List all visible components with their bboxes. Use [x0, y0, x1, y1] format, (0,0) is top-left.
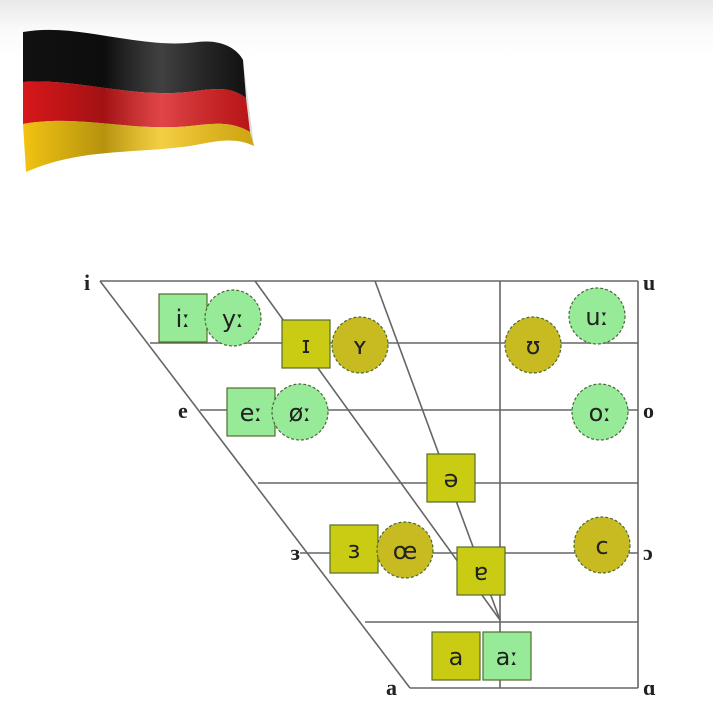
- vowel-symbol: uː: [585, 303, 608, 331]
- vowel-short-square: a: [431, 631, 481, 681]
- vowel-symbol: ʏ: [353, 332, 368, 360]
- vowel-long-circle: øː: [271, 383, 329, 441]
- vowel-short-circle: ʊ: [504, 316, 562, 374]
- vowel-symbol: ɛ: [348, 536, 361, 564]
- vowel-long-square: aː: [482, 631, 532, 681]
- label-open-o: ɔ: [643, 540, 653, 565]
- vowel-symbol: ɔ: [595, 532, 608, 560]
- vowel-circle-shape: [571, 383, 629, 441]
- vowel-long-square: iː: [158, 293, 208, 343]
- vowel-symbol: yː: [222, 305, 244, 333]
- vowel-square-shape: [281, 319, 331, 369]
- vowel-short-circle: ʏ: [331, 316, 389, 374]
- vowel-short-square: ɐ: [456, 546, 506, 596]
- vowel-square-shape: [431, 631, 481, 681]
- vowel-long-circle: oː: [571, 383, 629, 441]
- front-diagonal: [99, 280, 411, 689]
- label-o: o: [643, 398, 654, 423]
- label-a: a: [386, 675, 397, 700]
- vowel-circle-shape: [271, 383, 329, 441]
- vowel-square-shape: [456, 546, 506, 596]
- vowel-symbol: ɐ: [474, 558, 488, 586]
- vowel-symbol: iː: [176, 305, 191, 333]
- vowel-short-square: ɪ: [281, 319, 331, 369]
- vowel-short-square: ə: [426, 453, 476, 503]
- vowel-long-circle: uː: [568, 287, 626, 345]
- corner-labels: i e ɛ a u o ɔ ɑ: [84, 270, 656, 700]
- vowel-symbol: eː: [240, 399, 263, 427]
- label-u: u: [643, 270, 655, 295]
- label-open-e: ɛ: [290, 540, 300, 565]
- vowel-circle-shape: [376, 521, 434, 579]
- german-flag-image: [23, 29, 254, 173]
- vowel-symbol: aː: [496, 643, 519, 671]
- vowel-markers: iː yː ɪ ʏ ʊ uː eː øː oː ə ɛ œ ɐ ɔ a aː: [158, 287, 631, 681]
- vowel-symbol: ɪ: [302, 331, 311, 359]
- vowel-symbol: a: [449, 643, 464, 671]
- vowel-circle-shape: [573, 516, 631, 574]
- label-e: e: [178, 398, 188, 423]
- vowel-long-square: eː: [226, 387, 276, 437]
- vowel-symbol: ə: [444, 465, 459, 493]
- vowel-square-shape: [426, 453, 476, 503]
- vowel-square-shape: [158, 293, 208, 343]
- label-i: i: [84, 270, 90, 295]
- vowel-short-square: ɛ: [329, 524, 379, 574]
- vowel-square-shape: [329, 524, 379, 574]
- vowel-long-circle: yː: [204, 289, 262, 347]
- vowel-symbol: ʊ: [526, 332, 541, 360]
- vowel-circle-shape: [331, 316, 389, 374]
- vowel-short-circle: œ: [376, 521, 434, 579]
- vowel-circle-shape: [204, 289, 262, 347]
- vowel-circle-shape: [568, 287, 626, 345]
- vowel-square-shape: [226, 387, 276, 437]
- vowel-circle-shape: [504, 316, 562, 374]
- vowel-symbol: œ: [393, 537, 418, 565]
- vowel-symbol: oː: [589, 399, 612, 427]
- vowel-symbol: øː: [289, 399, 312, 427]
- vowel-short-circle: ɔ: [573, 516, 631, 574]
- label-back-a: ɑ: [643, 675, 656, 700]
- vowel-square-shape: [482, 631, 532, 681]
